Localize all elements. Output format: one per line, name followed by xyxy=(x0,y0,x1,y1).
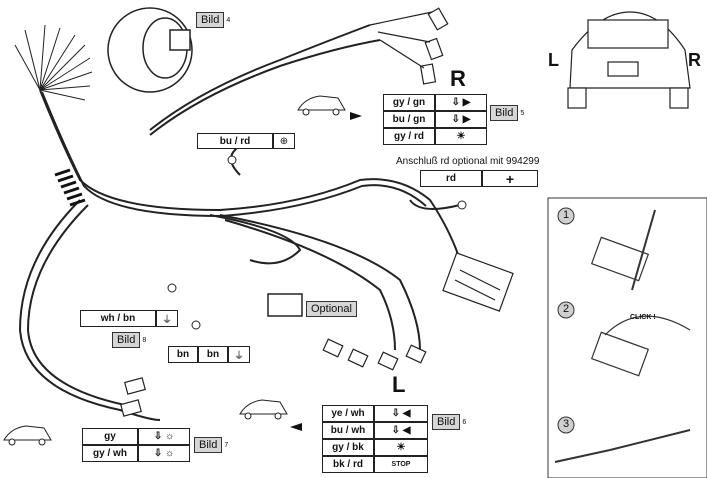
wire-fan xyxy=(14,24,93,101)
wire-label-bk-rd: bk / rd xyxy=(322,456,374,473)
flag-connectors-top xyxy=(369,7,449,85)
ring-terminal xyxy=(227,155,237,165)
optional-tag: Optional xyxy=(306,301,357,317)
ring-terminal xyxy=(191,320,201,330)
optional-connection-note: Anschluß rd optional mit 994299 xyxy=(396,156,540,167)
wire-label-gy-bk: gy / bk xyxy=(322,439,374,456)
signal-symbol-box: ⇩ ☼ xyxy=(138,428,190,445)
flag-connectors-bottom xyxy=(120,338,427,417)
signal-symbol-box: ⇩ ▶ xyxy=(435,111,487,128)
wire-label-gy: gy xyxy=(82,428,138,445)
bild-number: 4 xyxy=(226,16,231,24)
wire-label-bu-gn: bu / gn xyxy=(383,111,435,128)
wire-label-ye-wh: ye / wh xyxy=(322,405,374,422)
ground-symbol-box: ⊕ xyxy=(273,133,295,149)
step-number-circle xyxy=(557,416,575,434)
signal-symbol-box: ☀ xyxy=(374,439,428,456)
trailer-socket xyxy=(107,7,193,93)
wire-label-gy-rd: gy / rd xyxy=(383,128,435,145)
wire-label-bn: bn xyxy=(198,346,228,363)
step-number: 2 xyxy=(563,303,570,315)
ground-symbol-box: ⏚ xyxy=(228,346,250,363)
bild-number: 7 xyxy=(224,441,229,449)
bild-label: Bild xyxy=(194,437,223,453)
corrugated-sleeve xyxy=(54,168,86,207)
signal-symbol-box: ⇩ ◀ xyxy=(374,405,428,422)
bild-number: 8 xyxy=(142,336,147,344)
control-module xyxy=(442,252,514,312)
step-number: 3 xyxy=(563,418,570,430)
signal-symbol-box: ☀ xyxy=(435,128,487,145)
car-right-label: R xyxy=(688,50,701,70)
bild-label: Bild xyxy=(490,105,519,121)
bild-label: Bild xyxy=(196,12,225,28)
direction-arrow xyxy=(290,423,302,431)
wire-label-rd: rd xyxy=(420,170,482,187)
right-side-marker: R xyxy=(450,66,466,91)
ring-terminal xyxy=(457,200,467,210)
stop-symbol-box: STOP xyxy=(374,456,428,473)
plus-box: + xyxy=(482,170,538,187)
car-left-label: L xyxy=(548,50,559,70)
signal-symbol-box: ⇩ ◀ xyxy=(374,422,428,439)
step-number-circle xyxy=(557,301,575,319)
signal-symbol-box: ⇩ ☼ xyxy=(138,445,190,462)
click-label: CLICK ! xyxy=(630,314,656,321)
wire-label-wh-bn: wh / bn xyxy=(80,310,156,327)
car-side-icon xyxy=(3,95,346,446)
wire-label-bu-wh: bu / wh xyxy=(322,422,374,439)
wire-label-bu-rd: bu / rd xyxy=(197,133,273,149)
signal-symbol-box: ⇩ ▶ xyxy=(435,94,487,111)
car-rear-view xyxy=(567,11,691,109)
left-side-marker: L xyxy=(392,372,406,397)
step-illustration xyxy=(554,209,691,463)
optional-connector xyxy=(267,293,303,317)
bild-number: 6 xyxy=(462,418,467,426)
ring-terminal xyxy=(167,283,177,293)
step-number-circle xyxy=(557,207,575,225)
bild-label: Bild xyxy=(432,414,461,430)
ground-symbol-box: ⏚ xyxy=(156,310,178,327)
step-panel xyxy=(547,197,707,478)
step-number: 1 xyxy=(563,209,570,221)
wire-label-gy-wh: gy / wh xyxy=(82,445,138,462)
bild-number: 5 xyxy=(520,109,525,117)
bild-label: Bild xyxy=(112,332,141,348)
wire-label-bn: bn xyxy=(168,346,198,363)
wire-label-gy-gn: gy / gn xyxy=(383,94,435,111)
direction-arrow xyxy=(350,112,362,120)
